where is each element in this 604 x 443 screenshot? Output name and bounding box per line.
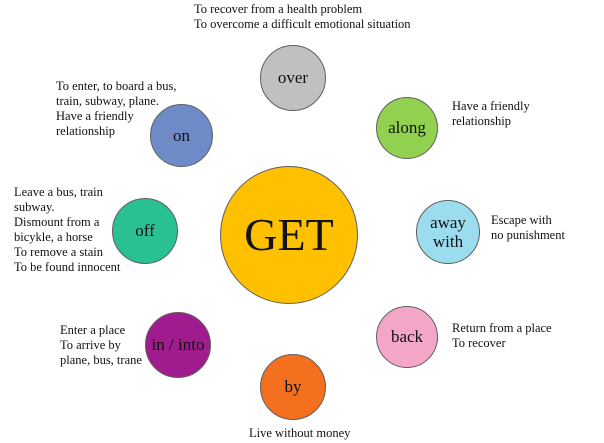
- on-circle: on: [150, 104, 213, 167]
- by-circle: by: [260, 354, 326, 420]
- along-description: Have a friendly relationship: [452, 99, 530, 129]
- get-circle: GET: [220, 166, 358, 304]
- by-description: Live without money: [249, 426, 350, 441]
- on-description: To enter, to board a bus, train, subway,…: [56, 79, 176, 139]
- meaning-line: Leave a bus, train: [14, 185, 103, 199]
- in-into-description: Enter a place To arrive by plane, bus, t…: [60, 323, 142, 368]
- meaning-line: subway.: [14, 200, 55, 214]
- over-circle: over: [260, 45, 326, 111]
- meaning-line: relationship: [56, 124, 116, 138]
- meaning-line: To recover from a health problem: [194, 2, 363, 16]
- meaning-line: relationship: [452, 114, 512, 128]
- meaning-line: plane, bus, trane: [60, 353, 142, 367]
- in-into-circle: in / into: [145, 312, 211, 378]
- away-with-label-line: away: [430, 212, 466, 232]
- back-description: Return from a place To recover: [452, 321, 552, 351]
- meaning-line: Have a friendly: [56, 109, 134, 123]
- meaning-line: Live without money: [249, 426, 351, 440]
- meaning-line: To enter, to board a bus,: [56, 79, 177, 93]
- meaning-line: bicykle, a horse: [14, 230, 93, 244]
- over-description: To recover from a health problem To over…: [194, 2, 411, 32]
- meaning-line: Dismount from a: [14, 215, 100, 229]
- off-circle: off: [112, 198, 178, 264]
- meaning-line: no punishment: [491, 228, 565, 242]
- off-description: Leave a bus, train subway. Dismount from…: [14, 185, 120, 275]
- meaning-line: train, subway, plane.: [56, 94, 159, 108]
- away-with-label-line: with: [432, 232, 464, 251]
- meaning-line: Have a friendly: [452, 99, 530, 113]
- along-circle: along: [376, 97, 438, 159]
- meaning-line: Escape with: [491, 213, 552, 227]
- meaning-line: To remove a stain: [14, 245, 104, 259]
- meaning-line: To arrive by: [60, 338, 121, 352]
- away-with-description: Escape with no punishment: [491, 213, 565, 243]
- meaning-line: Return from a place: [452, 321, 552, 335]
- meaning-line: To recover: [452, 336, 506, 350]
- away-with-circle: away with: [416, 200, 480, 264]
- meaning-line: To be found innocent: [14, 260, 121, 274]
- back-circle: back: [376, 306, 438, 368]
- meaning-line: Enter a place: [60, 323, 126, 337]
- meaning-line: To overcome a difficult emotional situat…: [194, 17, 411, 31]
